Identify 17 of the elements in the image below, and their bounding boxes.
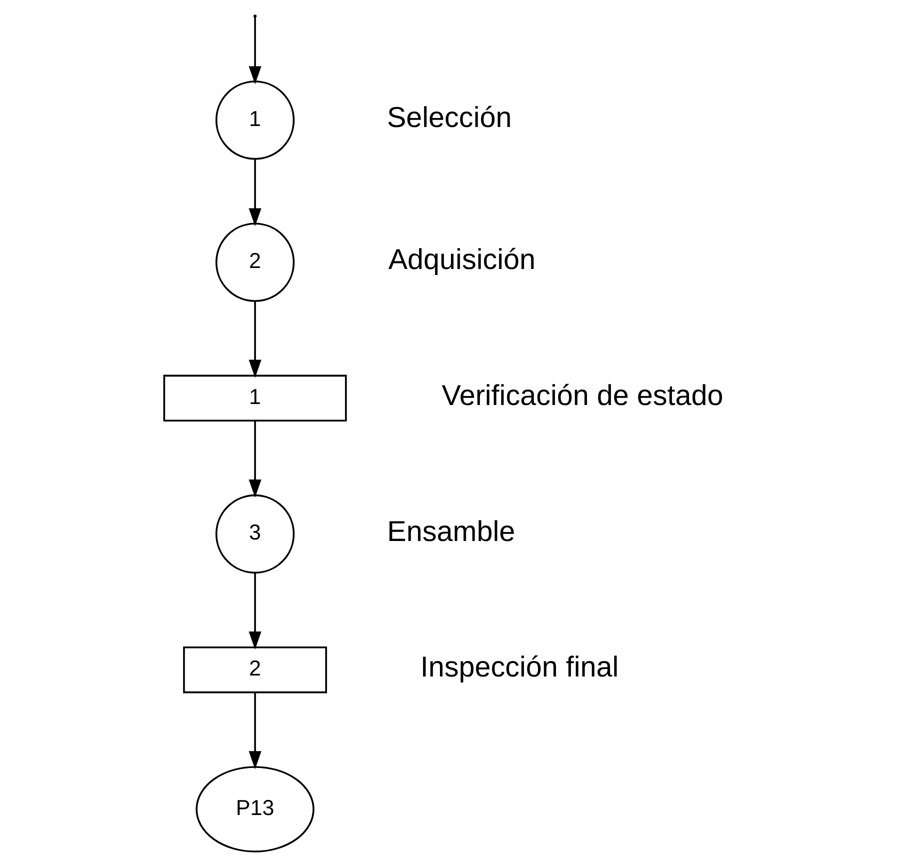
node-label: Inspección final	[420, 652, 619, 684]
node-circle: 3	[215, 494, 295, 574]
arrow	[248, 159, 262, 226]
node-circle: 2	[215, 222, 295, 302]
arrow	[248, 17, 262, 84]
node-label: Selección	[386, 102, 512, 134]
node-box: 1	[163, 374, 347, 422]
arrow	[248, 421, 262, 498]
node-label: Verificación de estado	[442, 380, 724, 412]
node-circle: 1	[215, 80, 295, 160]
arrow	[248, 573, 262, 650]
arrow	[248, 302, 262, 378]
node-label: Adquisición	[388, 244, 536, 276]
node-label: Ensamble	[387, 516, 516, 548]
arrow	[248, 692, 262, 770]
node-ellipse: P13	[196, 766, 314, 852]
node-box: 2	[183, 646, 328, 694]
